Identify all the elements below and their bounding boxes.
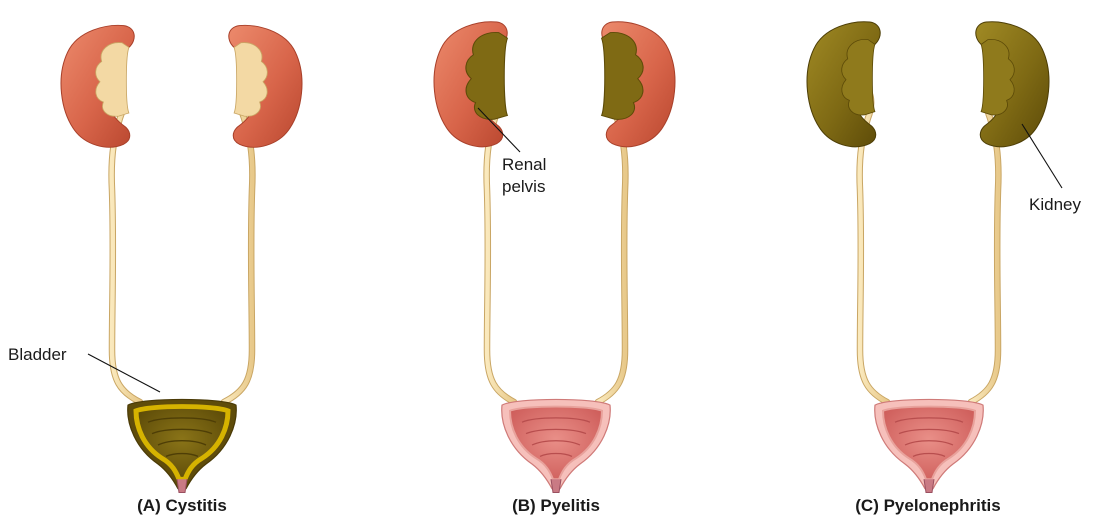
right-kidney	[602, 22, 675, 147]
bladder	[875, 399, 984, 492]
panel-pyelonephritis: Kidney (C) Pyelonephritis	[807, 22, 1081, 515]
kidney-label: Kidney	[1029, 195, 1081, 214]
renal-pelvis-label-line1: Renal	[502, 155, 546, 174]
right-kidney-infected	[976, 22, 1049, 147]
right-kidney	[229, 25, 302, 147]
left-kidney-infected	[807, 22, 880, 147]
left-kidney	[61, 25, 134, 147]
panel-pyelitis: Renal pelvis (B) Pyelitis	[434, 22, 675, 515]
caption-pyelitis: (B) Pyelitis	[512, 496, 600, 515]
caption-pyelonephritis: (C) Pyelonephritis	[855, 496, 1000, 515]
bladder-infected	[128, 399, 237, 492]
bladder-label: Bladder	[8, 345, 67, 364]
bladder	[502, 399, 611, 492]
renal-pelvis-label-line2: pelvis	[502, 177, 545, 196]
panel-cystitis: Bladder (A) Cystitis	[8, 25, 302, 515]
caption-cystitis: (A) Cystitis	[137, 496, 227, 515]
kidney-leader-line	[1022, 124, 1062, 188]
